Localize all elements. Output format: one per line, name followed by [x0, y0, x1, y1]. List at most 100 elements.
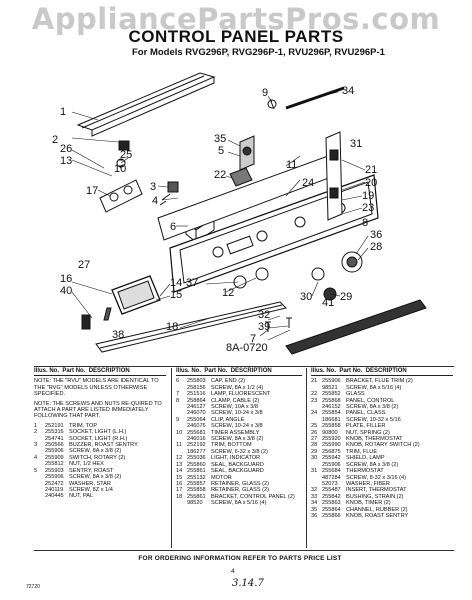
bracket-part — [99, 179, 143, 213]
part-description: BUZZER, ROAST SENTRY — [69, 442, 138, 449]
part-description: SCREW, 8A x 3/8 (2) — [346, 461, 399, 468]
page-title: CONTROL PANEL PARTS — [128, 27, 344, 46]
parts-row: 246152 SCREW, 8A x 3/8 (2) — [311, 404, 453, 410]
part-number: 246152 — [322, 404, 341, 411]
illus-number: 31 — [311, 468, 318, 475]
parts-row: 36 255866 KNOB, ROAST SENTRY — [311, 513, 453, 519]
callout-label: 11 — [286, 159, 297, 171]
illus-number: 25 — [311, 423, 318, 430]
part-description: LIGHT, INDICATOR — [211, 455, 261, 462]
part-number: 255858 — [187, 487, 206, 494]
part-description: TRIM, TOP — [69, 422, 98, 429]
part-number: 98521 — [322, 384, 338, 391]
part-description: KNOB, TIMER (2) — [346, 500, 391, 507]
callout-label: 12 — [222, 287, 234, 299]
callout-label: 6 — [170, 221, 176, 233]
part-number: 252472 — [45, 480, 64, 487]
callout-label: 16 — [60, 273, 72, 285]
part-description: LAMP, FLUORESCENT — [211, 391, 271, 398]
part-description: PANEL, CONTROL — [346, 397, 395, 404]
part-description: SCREW, 8A x 1/2 (4) — [211, 384, 264, 391]
callout-label: 26 — [60, 143, 72, 155]
callout-label: 19 — [362, 190, 374, 202]
note-rvu-models: NOTE: THE "RVU" MODELS ARE IDENTICAL TO … — [34, 378, 159, 398]
part-description: SENTRY, ROAST — [69, 467, 114, 474]
callout-label: 36 — [370, 229, 382, 241]
part-number: 255864 — [322, 506, 341, 513]
part-number: 52073 — [322, 480, 338, 487]
part-description: SOCKET, LIGHT (L.H.) — [69, 429, 127, 436]
part-description: TRIM, FLUE — [346, 448, 378, 455]
part-description: TRIM, BOTTOM — [211, 442, 252, 449]
flue-bracket-part — [325, 131, 343, 221]
illus-number: 3 — [34, 442, 38, 449]
callout-label: 14 — [170, 277, 182, 289]
part-number: 186277 — [187, 448, 206, 455]
part-description: CHANNEL, RUBBER (2) — [346, 506, 408, 513]
callout-label: 4 — [152, 195, 158, 207]
illus-number: 18 — [176, 493, 183, 500]
illus-number: 36 — [311, 512, 318, 519]
part-description: SCREW, 10A x 3/8 — [211, 404, 258, 411]
part-description: KNOB, ROAST SENTRY — [346, 512, 409, 519]
part-number: 255866 — [322, 512, 341, 519]
callout-label: 3 — [150, 181, 156, 193]
illus-number: 34 — [311, 500, 318, 507]
knob-part — [233, 267, 337, 301]
part-number: 255036 — [187, 455, 206, 462]
part-description: SCREW, 8-32 x 3/16 (4) — [346, 474, 406, 481]
part-number: 255132 — [187, 474, 206, 481]
column-header: Illus. No. Part No. DESCRIPTION — [34, 368, 166, 377]
part-description: SCREW, 6-32 x 3/8 (2) — [211, 448, 268, 455]
part-description: GLASS — [346, 391, 365, 398]
callout-label: 34 — [342, 85, 354, 97]
part-number: 255906 — [322, 461, 341, 468]
flue-trim-part — [285, 299, 427, 355]
callout-label: 25 — [120, 149, 132, 161]
part-description: SOCKET, LIGHT (R.H.) — [69, 435, 128, 442]
figure-ref: 8A-0720 — [226, 342, 268, 354]
callout-label: 40 — [60, 285, 72, 297]
illus-number: 7 — [176, 391, 180, 398]
illus-number: 2 — [34, 429, 38, 436]
part-description: SCREW, 8A x 3/8 (2) — [346, 404, 399, 411]
end-cap-part — [81, 307, 112, 330]
part-number: 246076 — [187, 423, 206, 430]
rotary-knob-part — [341, 251, 363, 273]
illus-number — [176, 500, 187, 506]
part-description: NUT, PAL — [69, 493, 94, 500]
part-description: TIMER ASSEMBLY — [211, 429, 260, 436]
timer-part — [229, 135, 255, 187]
part-number: 246016 — [187, 436, 206, 443]
part-number: 255861 — [187, 468, 206, 475]
part-number: 255909 — [45, 454, 64, 461]
callout-label: 24 — [302, 177, 314, 189]
illus-number: 29 — [311, 448, 318, 455]
part-description: BRACKET, CONTROL PANEL (2) — [211, 493, 295, 500]
callout-label: 1 — [60, 106, 66, 118]
part-description: SCREW, 8A x 3/8 (2) — [69, 474, 122, 481]
part-number: 255920 — [322, 436, 341, 443]
